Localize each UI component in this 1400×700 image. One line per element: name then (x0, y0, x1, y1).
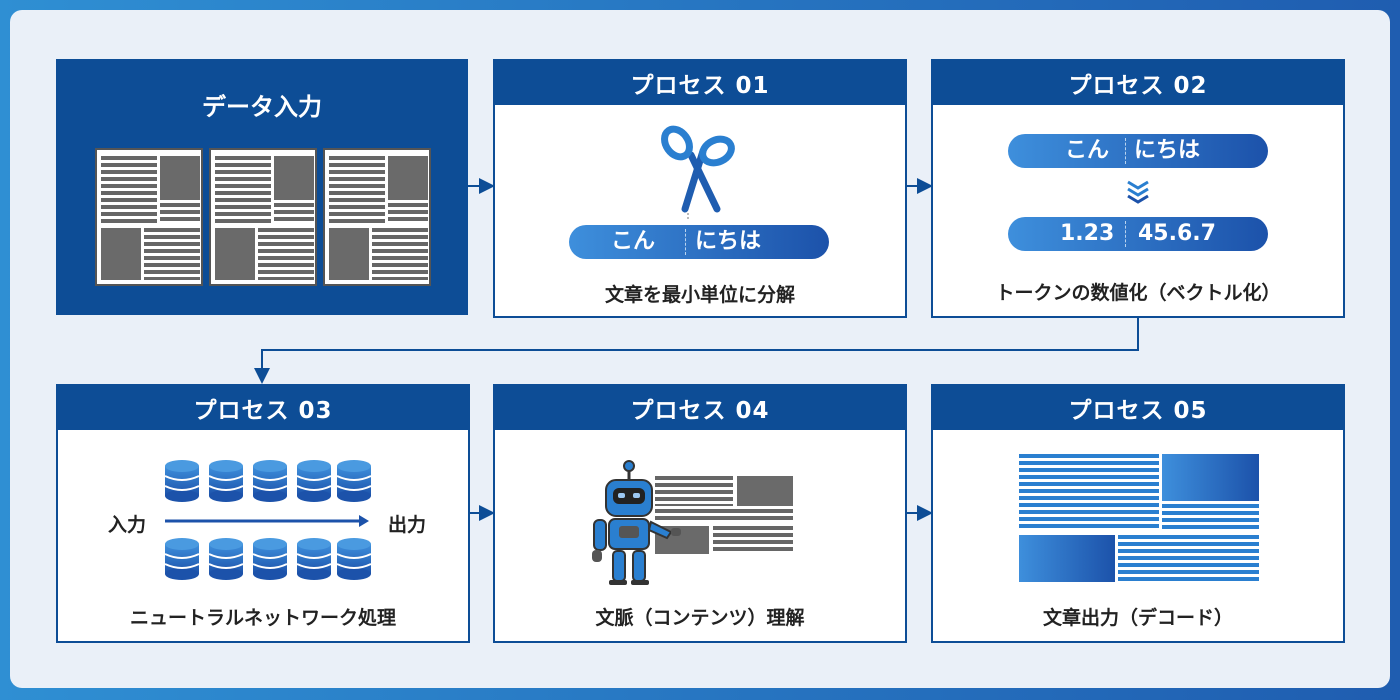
data-input-title: データ入力 (202, 93, 322, 121)
label-input: 入力 (108, 514, 147, 536)
process-05-caption: 文章出力（デコード） (1042, 607, 1233, 629)
token-pill: こん にちは (569, 225, 829, 259)
token-left: こん (611, 229, 656, 254)
process-02-box: プロセス 02 こん にちは 1.23 45.6.7 トークンの数値化（ベクトル… (931, 59, 1345, 318)
document-icon (323, 148, 431, 286)
vector-right: 45.6.7 (1138, 221, 1216, 246)
robot-icon (592, 460, 681, 585)
document-icon (95, 148, 203, 286)
process-02-title: プロセス 02 (933, 61, 1343, 105)
arrow-p02-to-p03 (254, 317, 1139, 384)
process-05-title: プロセス 05 (933, 386, 1343, 430)
scissors-icon (661, 125, 735, 221)
process-04-caption: 文脈（コンテンツ）理解 (595, 607, 805, 629)
vector-left: 1.23 (1060, 221, 1115, 246)
token-pill-top: こん にちは (1008, 134, 1268, 168)
data-input-box: データ入力 (56, 59, 468, 315)
connector-arrows (254, 178, 1139, 521)
document-icon (209, 148, 317, 286)
output-document-icon (1019, 454, 1259, 584)
process-03-title: プロセス 03 (58, 386, 468, 430)
diagram-panel: データ入力 プロセス 01 (10, 10, 1390, 688)
neural-network-icon (164, 459, 372, 581)
process-01-title: プロセス 01 (495, 61, 905, 105)
chevron-down-icon (1127, 180, 1149, 204)
process-03-caption: ニュートラルネットワーク処理 (129, 607, 396, 629)
label-output: 出力 (388, 514, 427, 536)
process-04-box: プロセス 04 文脈（コンテンツ）理解 (493, 384, 907, 643)
token-top-left: こん (1065, 138, 1110, 163)
token-right: にちは (695, 229, 762, 254)
token-top-right: にちは (1134, 138, 1201, 163)
process-05-box: プロセス 05 文章出力（デコード） (931, 384, 1345, 643)
process-02-caption: トークンの数値化（ベクトル化） (995, 282, 1281, 304)
process-04-title: プロセス 04 (495, 386, 905, 430)
process-01-box: プロセス 01 こん にちは 文章を最小単位に分解 (493, 59, 907, 318)
vector-pill: 1.23 45.6.7 (1008, 217, 1268, 251)
process-03-box: プロセス 03 入力 出力 ニュートラルネットワーク処理 (56, 384, 470, 643)
process-01-caption: 文章を最小単位に分解 (604, 284, 795, 306)
